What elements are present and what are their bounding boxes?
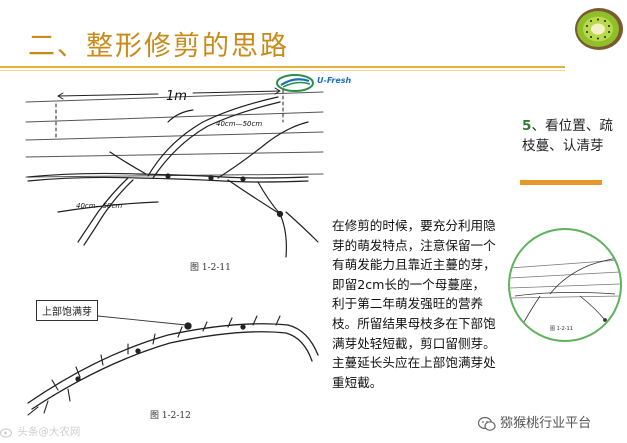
thumbnail-figure: 图 1-2-11	[508, 228, 622, 342]
body-paragraph: 在修剪的时候，要充分利用隐芽的萌发特点，注意保留一个有萌发能力且靠近主蔓的芽，即…	[332, 216, 497, 392]
side-heading: 5、看位置、疏枝蔓、认清芽	[522, 116, 622, 156]
title-rule	[0, 66, 565, 68]
bud-label-box: 上部饱满芽	[36, 300, 98, 321]
thumbnail-caption: 图 1-2-11	[550, 326, 573, 332]
label-leader	[88, 315, 186, 325]
side-shoots	[28, 316, 280, 415]
side-heading-text: 、看位置、疏枝蔓、认清芽	[522, 118, 613, 154]
watermark-right-text: 猕猴桃行业平台	[500, 416, 591, 431]
thumbnail-vine-diagram: 图 1-2-11	[510, 230, 620, 340]
buds	[166, 174, 283, 217]
vine-diagram-top: 1m 40cm—50cm 40cm—50cm	[18, 82, 328, 282]
weibo-icon	[0, 426, 14, 438]
wechat-icon	[478, 416, 496, 432]
slide-title: 二、整形修剪的思路	[28, 24, 289, 63]
title-rule-thin	[0, 70, 565, 71]
side-rule	[520, 180, 602, 185]
bud-marks	[76, 323, 245, 381]
kiwi-fruit-icon	[572, 6, 624, 52]
watermark-left: 头条@大农网	[0, 424, 80, 439]
figure-top-caption: 图 1-2-11	[190, 260, 231, 273]
dimension-label: 1m	[166, 89, 187, 104]
spacing-note-upper: 40cm—50cm	[216, 120, 262, 128]
watermark-left-text: 头条@大农网	[17, 426, 80, 438]
watermark-right: 猕猴桃行业平台	[478, 412, 591, 432]
figure-bottom-caption: 图 1-2-12	[150, 408, 191, 421]
spacing-note-lower: 40cm—50cm	[76, 202, 122, 210]
